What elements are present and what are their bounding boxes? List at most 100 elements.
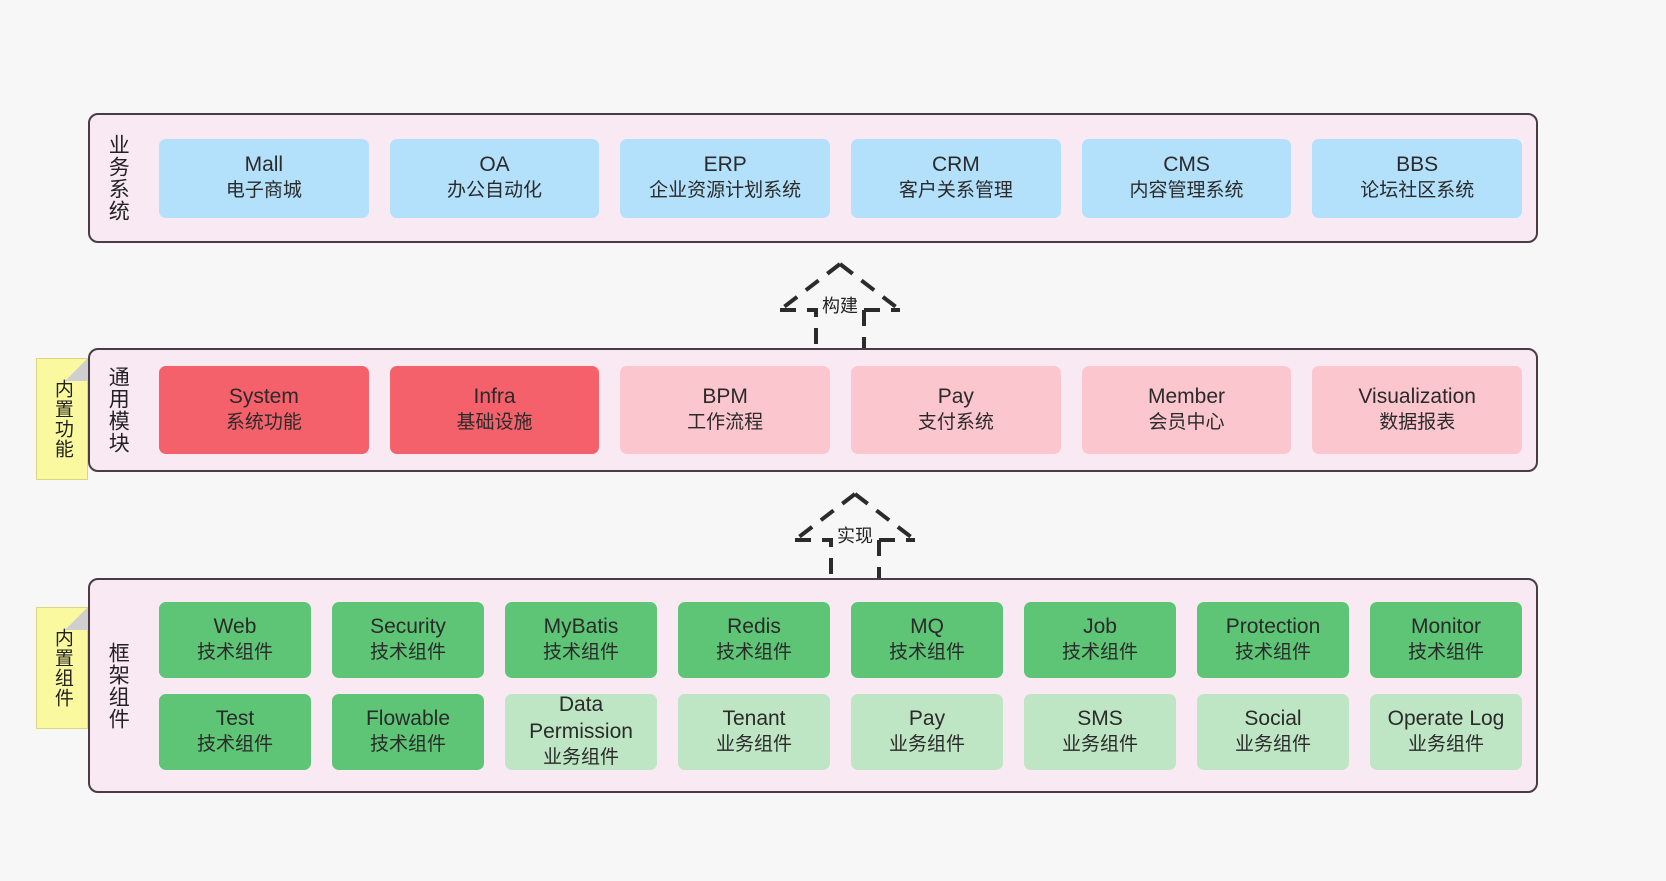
card-tenant[interactable]: Tenant 业务组件 bbox=[678, 693, 830, 770]
card-title: SMS bbox=[1077, 706, 1123, 730]
card-subtitle: 技术组件 bbox=[1234, 641, 1311, 663]
arrow-implement: 实现 bbox=[765, 488, 945, 578]
card-job[interactable]: Job 技术组件 bbox=[1024, 601, 1176, 678]
card-title: System bbox=[228, 385, 299, 409]
card-subtitle: 基础设施 bbox=[456, 412, 533, 434]
card-subtitle: 业务组件 bbox=[1061, 733, 1138, 755]
card-subtitle: 技术组件 bbox=[1061, 641, 1138, 663]
card-web[interactable]: Web 技术组件 bbox=[159, 601, 311, 678]
layer-framework-components: 框架组件 Web 技术组件 Security 技术组件 MyBatis 技术组件… bbox=[88, 578, 1538, 793]
card-title: Security bbox=[370, 614, 446, 638]
card-bpm[interactable]: BPM 工作流程 bbox=[620, 366, 831, 454]
arrow-label-build: 构建 bbox=[822, 296, 858, 316]
card-title: Tenant bbox=[722, 706, 786, 730]
card-title: Operate Log bbox=[1387, 706, 1505, 730]
card-title: BPM bbox=[702, 385, 748, 409]
card-title: Pay bbox=[908, 706, 946, 730]
card-title: Web bbox=[213, 614, 257, 638]
card-subtitle: 业务组件 bbox=[715, 733, 792, 755]
card-title: OA bbox=[479, 153, 510, 177]
layer-body-modules: System 系统功能 Infra 基础设施 BPM 工作流程 Pay 支付系统… bbox=[145, 350, 1536, 470]
layer-body-framework: Web 技术组件 Security 技术组件 MyBatis 技术组件 Redi… bbox=[145, 580, 1536, 791]
card-title: Infra bbox=[473, 385, 516, 409]
card-title: MyBatis bbox=[543, 614, 619, 638]
card-row: Web 技术组件 Security 技术组件 MyBatis 技术组件 Redi… bbox=[159, 601, 1522, 678]
card-mybatis[interactable]: MyBatis 技术组件 bbox=[505, 601, 657, 678]
card-erp[interactable]: ERP 企业资源计划系统 bbox=[620, 138, 831, 218]
card-subtitle: 客户关系管理 bbox=[898, 180, 1013, 202]
card-subtitle: 技术组件 bbox=[888, 641, 965, 663]
card-subtitle: 业务组件 bbox=[1407, 733, 1484, 755]
card-title: Flowable bbox=[365, 706, 451, 730]
card-security[interactable]: Security 技术组件 bbox=[332, 601, 484, 678]
card-subtitle: 技术组件 bbox=[196, 641, 273, 663]
card-subtitle: 企业资源计划系统 bbox=[649, 180, 802, 202]
card-cms[interactable]: CMS 内容管理系统 bbox=[1081, 138, 1292, 218]
card-social[interactable]: Social 业务组件 bbox=[1197, 693, 1349, 770]
card-flowable[interactable]: Flowable 技术组件 bbox=[332, 693, 484, 770]
card-monitor[interactable]: Monitor 技术组件 bbox=[1370, 601, 1522, 678]
card-title: CMS bbox=[1163, 153, 1210, 177]
card-row: Mall 电子商城 OA 办公自动化 ERP 企业资源计划系统 CRM 客户关系… bbox=[159, 138, 1523, 218]
card-test[interactable]: Test 技术组件 bbox=[159, 693, 311, 770]
card-data-permission[interactable]: Data Permission 业务组件 bbox=[505, 693, 657, 770]
card-subtitle: 技术组件 bbox=[369, 641, 446, 663]
card-subtitle: 系统功能 bbox=[225, 412, 302, 434]
card-operate-log[interactable]: Operate Log 业务组件 bbox=[1370, 693, 1522, 770]
card-title: Visualization bbox=[1358, 385, 1476, 409]
card-visualization[interactable]: Visualization 数据报表 bbox=[1312, 366, 1523, 454]
note-text: 内置功能 bbox=[51, 379, 73, 459]
card-subtitle: 业务组件 bbox=[1234, 733, 1311, 755]
note-text: 内置组件 bbox=[51, 628, 73, 708]
card-subtitle: 技术组件 bbox=[196, 733, 273, 755]
card-title: Mall bbox=[244, 153, 284, 177]
card-subtitle: 内容管理系统 bbox=[1129, 180, 1244, 202]
card-title: Data Permission bbox=[529, 693, 633, 744]
layer-title-business: 业务系统 bbox=[106, 134, 130, 222]
card-oa[interactable]: OA 办公自动化 bbox=[389, 138, 600, 218]
card-member[interactable]: Member 会员中心 bbox=[1081, 366, 1292, 454]
card-subtitle: 技术组件 bbox=[1407, 641, 1484, 663]
card-mq[interactable]: MQ 技术组件 bbox=[851, 601, 1003, 678]
card-subtitle: 数据报表 bbox=[1379, 412, 1456, 434]
card-crm[interactable]: CRM 客户关系管理 bbox=[851, 138, 1061, 218]
dashed-hollow-arrow-icon bbox=[778, 262, 902, 348]
layer-business-systems: 业务系统 Mall 电子商城 OA 办公自动化 ERP 企业资源计划系统 CRM… bbox=[88, 113, 1538, 243]
card-mall[interactable]: Mall 电子商城 bbox=[159, 138, 369, 218]
card-title: Monitor bbox=[1410, 614, 1482, 638]
card-title: ERP bbox=[703, 153, 747, 177]
card-redis[interactable]: Redis 技术组件 bbox=[678, 601, 830, 678]
card-subtitle: 技术组件 bbox=[542, 641, 619, 663]
card-title: Test bbox=[215, 706, 255, 730]
card-row: Test 技术组件 Flowable 技术组件 Data Permission … bbox=[159, 693, 1522, 770]
layer-title-modules: 通用模块 bbox=[106, 366, 130, 454]
card-row: System 系统功能 Infra 基础设施 BPM 工作流程 Pay 支付系统… bbox=[159, 366, 1523, 454]
card-protection[interactable]: Protection 技术组件 bbox=[1197, 601, 1349, 678]
layer-common-modules: 通用模块 System 系统功能 Infra 基础设施 BPM 工作流程 Pay… bbox=[88, 348, 1538, 472]
card-bbs[interactable]: BBS 论坛社区系统 bbox=[1312, 138, 1523, 218]
card-title: Member bbox=[1148, 385, 1226, 409]
card-subtitle: 支付系统 bbox=[917, 412, 994, 434]
card-title: Pay bbox=[937, 385, 974, 409]
card-title: Social bbox=[1244, 706, 1302, 730]
card-subtitle: 工作流程 bbox=[687, 412, 764, 434]
card-pay-module[interactable]: Pay 支付系统 bbox=[851, 366, 1061, 454]
card-title: Redis bbox=[727, 614, 781, 638]
card-sms[interactable]: SMS 业务组件 bbox=[1024, 693, 1176, 770]
card-subtitle: 论坛社区系统 bbox=[1360, 180, 1475, 202]
layer-body-business: Mall 电子商城 OA 办公自动化 ERP 企业资源计划系统 CRM 客户关系… bbox=[145, 115, 1536, 241]
card-subtitle: 业务组件 bbox=[888, 733, 965, 755]
arrow-build: 构建 bbox=[750, 258, 930, 348]
card-title: MQ bbox=[910, 614, 944, 638]
card-pay-component[interactable]: Pay 业务组件 bbox=[851, 693, 1003, 770]
layer-title-framework: 框架组件 bbox=[106, 641, 130, 730]
card-infra[interactable]: Infra 基础设施 bbox=[389, 366, 600, 454]
card-system[interactable]: System 系统功能 bbox=[159, 366, 369, 454]
card-subtitle: 技术组件 bbox=[715, 641, 792, 663]
card-title: Job bbox=[1083, 614, 1117, 638]
card-subtitle: 业务组件 bbox=[542, 747, 619, 769]
note-built-in-components: 内置组件 bbox=[36, 607, 88, 729]
card-subtitle: 办公自动化 bbox=[447, 180, 543, 202]
note-built-in-features: 内置功能 bbox=[36, 358, 88, 480]
